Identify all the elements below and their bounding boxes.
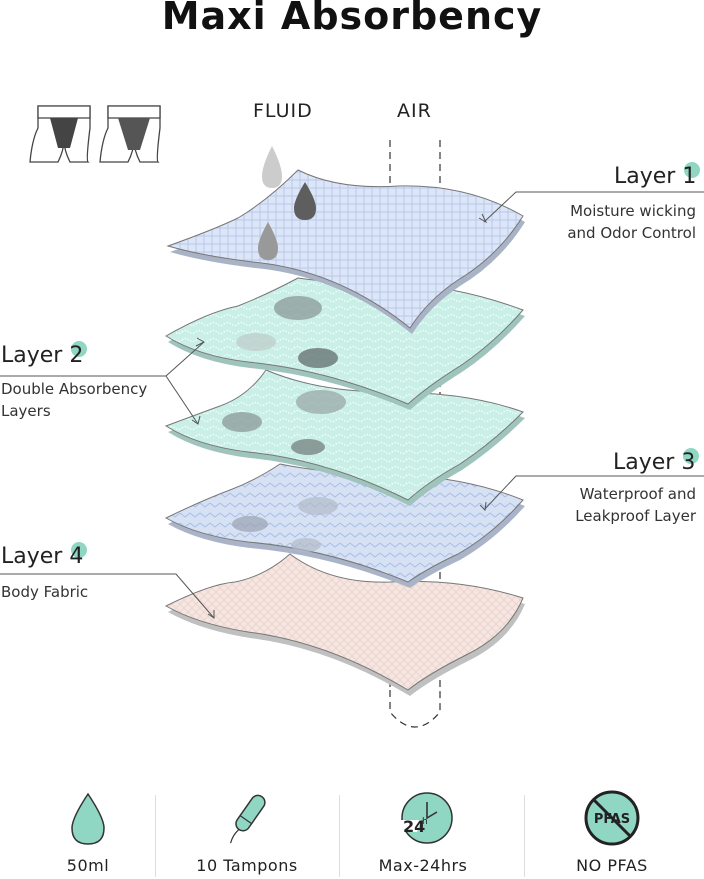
- feature-tampons-label: 10 Tampons: [196, 856, 298, 875]
- feature-no-pfas-label: NO PFAS: [576, 856, 648, 875]
- layer-2a-sheet: [165, 277, 525, 410]
- layer-2b-sheet: [164, 369, 525, 506]
- clock-24h-icon: 24 h: [393, 792, 453, 844]
- feature-divider: [339, 795, 340, 877]
- fluid-drop-icon: [258, 222, 278, 260]
- layer-2-title: Layer 2: [1, 343, 84, 368]
- layer-1-pointer: [483, 191, 704, 223]
- clock-badge: 24: [403, 817, 425, 836]
- page-title: Maxi Absorbency: [161, 0, 543, 38]
- layer-4-pointer: [0, 573, 215, 619]
- droplet-icon: [71, 792, 105, 845]
- layer-4-sheet: [164, 553, 525, 696]
- layer-3-title: Layer 3: [613, 450, 696, 475]
- shorts-icon: [29, 105, 91, 163]
- feature-duration-label: Max-24hrs: [378, 856, 468, 875]
- fluid-drop-icon: [294, 182, 316, 220]
- pfas-text: PFAS: [594, 812, 630, 827]
- air-label: AIR: [397, 100, 432, 122]
- layer-4-number: 4: [69, 544, 84, 569]
- layer-1-title: Layer 1: [614, 164, 697, 189]
- layer-3-number: 3: [681, 450, 696, 475]
- feature-divider: [524, 795, 525, 877]
- fluid-drop-icon: [262, 146, 282, 188]
- air-outlet: [389, 690, 441, 728]
- layer-2-pointer: [165, 375, 199, 425]
- layer-4-description: Body Fabric: [1, 583, 89, 601]
- layer-2-number: 2: [69, 343, 84, 368]
- layer-diagram: [0, 105, 704, 728]
- layer-3-pointer: [483, 475, 704, 511]
- layer-4-title: Layer 4: [1, 544, 84, 569]
- shorts-icon: [99, 105, 161, 163]
- layer-1-sheet: [166, 169, 525, 334]
- no-pfas-icon: PFAS: [584, 790, 640, 846]
- clock-badge-sup: h: [422, 817, 428, 827]
- tampon-icon: [230, 794, 266, 844]
- fluid-label: FLUID: [253, 100, 313, 122]
- feature-divider: [155, 795, 156, 877]
- layer-3-sheet: [164, 463, 525, 588]
- layer-1-number: 1: [682, 164, 697, 189]
- feature-capacity-label: 50ml: [66, 856, 110, 875]
